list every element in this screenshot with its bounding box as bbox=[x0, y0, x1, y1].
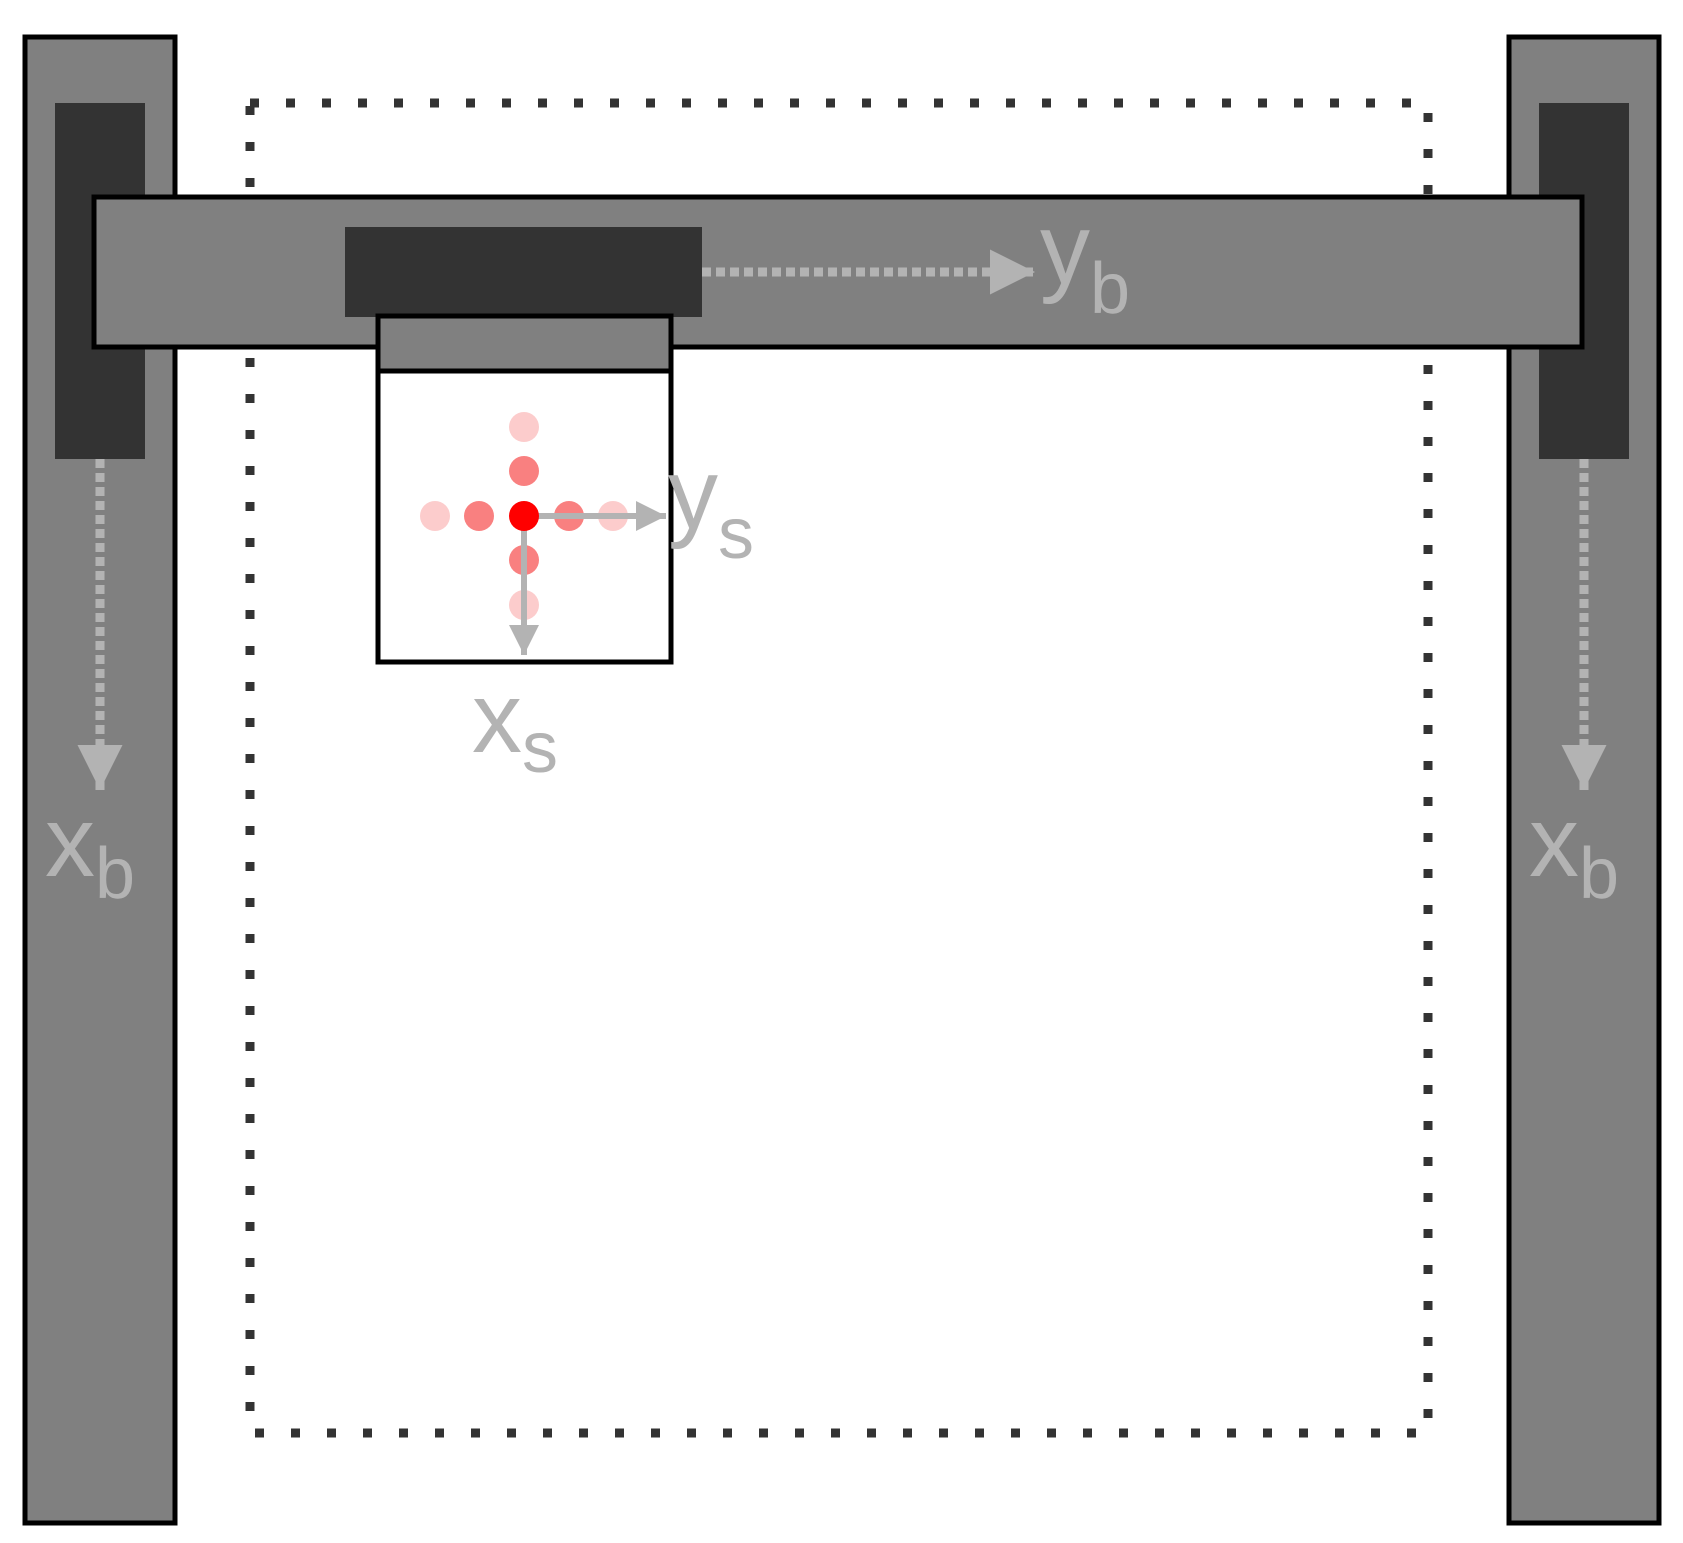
dot-left-near bbox=[464, 501, 494, 531]
xb-right-label-main: x bbox=[1529, 786, 1579, 898]
xb-right-label: xb bbox=[1529, 786, 1619, 914]
dot-top-near bbox=[509, 456, 539, 486]
yb-label-main: y bbox=[1040, 193, 1090, 305]
xb-left-label-main: x bbox=[45, 786, 95, 898]
xs-label-main: x bbox=[472, 662, 522, 774]
yb-label-sub: b bbox=[1090, 249, 1130, 329]
work-area-boundary bbox=[245, 98, 1433, 1438]
sample-dot-pattern bbox=[420, 412, 628, 620]
xs-label-sub: s bbox=[522, 708, 558, 788]
xb-right-label-sub: b bbox=[1579, 834, 1619, 914]
gantry-beam bbox=[91, 194, 1585, 350]
dot-top-far bbox=[509, 412, 539, 442]
ys-label: ys bbox=[668, 438, 754, 574]
scan-head-mount bbox=[375, 313, 674, 374]
dot-center bbox=[509, 501, 539, 531]
yb-label: yb bbox=[1040, 193, 1130, 329]
beam-carriage bbox=[345, 227, 702, 317]
xb-left-label: xb bbox=[45, 786, 135, 914]
ys-label-sub: s bbox=[718, 494, 754, 574]
xs-label: xs bbox=[472, 662, 558, 788]
dot-left-far bbox=[420, 501, 450, 531]
ys-label-main: y bbox=[668, 438, 718, 550]
xb-left-label-sub: b bbox=[95, 834, 135, 914]
